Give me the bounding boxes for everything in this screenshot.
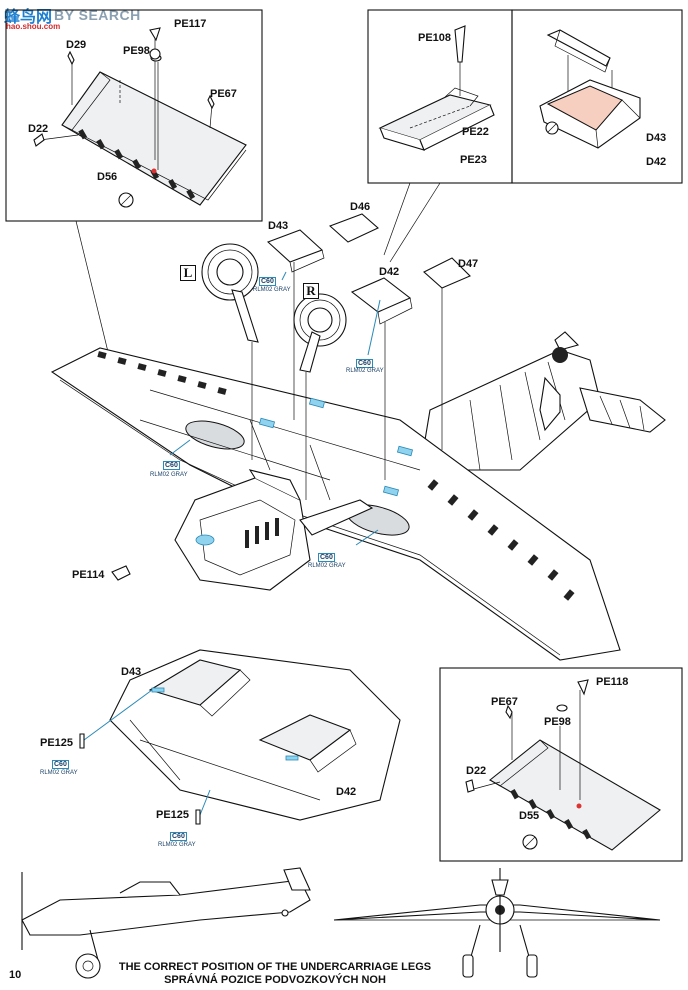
label-pe125-lower: PE125 [156,809,190,821]
paint-callout: C60 [318,553,335,562]
paint-callout: C60 [52,760,69,769]
watermark-cn: 蜂鸟网 [4,7,53,26]
label-d43-main: D43 [268,220,289,232]
label-d56: D56 [97,171,118,183]
caption-line-2: SPRÁVNÁ POZICE PODVOZKOVÝCH NOH [164,974,386,986]
label-d22-bottom: D22 [466,765,487,777]
paint-callout: C60 [259,277,276,286]
front-view-aircraft [333,868,661,978]
watermark-url: hao.shou.com [6,22,61,31]
side-marker-right: R [303,283,319,299]
caption-line-1: THE CORRECT POSITION OF THE UNDERCARRIAG… [118,961,432,973]
paint-name: RLM02 GRAY [40,770,78,776]
label-pe23: PE23 [460,154,487,166]
label-pe67-bottom: PE67 [491,696,518,708]
main-assembly-view [50,182,666,661]
watermark-en: BY SEARCH [54,7,141,23]
label-d43-top: D43 [646,132,667,144]
radiator-detail [79,649,401,825]
label-d42-main: D42 [379,266,400,278]
gear-leg-right [293,293,347,500]
label-pe98: PE98 [123,45,150,57]
gear-leg-left [201,243,259,460]
label-d22: D22 [28,123,49,135]
label-pe108: PE108 [418,32,452,44]
paint-name: RLM02 GRAY [346,368,384,374]
side-marker-left: L [180,265,196,281]
paint-name: RLM02 GRAY [308,563,346,569]
detail-box-radiator-top [511,9,683,184]
paint-name: RLM02 GRAY [158,842,196,848]
paint-name: RLM02 GRAY [253,287,291,293]
detail-box-pe108 [367,9,513,184]
label-d47: D47 [458,258,479,270]
label-pe114: PE114 [72,569,105,581]
label-pe22: PE22 [462,126,489,138]
label-d43-radiator: D43 [121,666,142,678]
paint-name: RLM02 GRAY [150,472,188,478]
label-pe117: PE117 [174,18,207,30]
label-pe118: PE118 [596,676,629,688]
label-d42-radiator: D42 [336,786,357,798]
paint-callout: C60 [170,832,187,841]
label-pe98-bottom: PE98 [544,716,571,728]
paint-callout: C60 [356,359,373,368]
side-view-aircraft [21,867,311,979]
label-d29: D29 [66,39,87,51]
label-d55: D55 [519,810,540,822]
label-pe67: PE67 [210,88,237,100]
paint-callout: C60 [163,461,180,470]
label-d42-top: D42 [646,156,667,168]
label-d46: D46 [350,201,371,213]
label-pe125-upper: PE125 [40,737,74,749]
page-number: 10 [9,969,22,981]
detail-box-flap-left [5,9,263,222]
detail-box-flap-right [439,667,683,862]
watermark-logo: 蜂鸟网 BY SEARCH [4,3,141,27]
